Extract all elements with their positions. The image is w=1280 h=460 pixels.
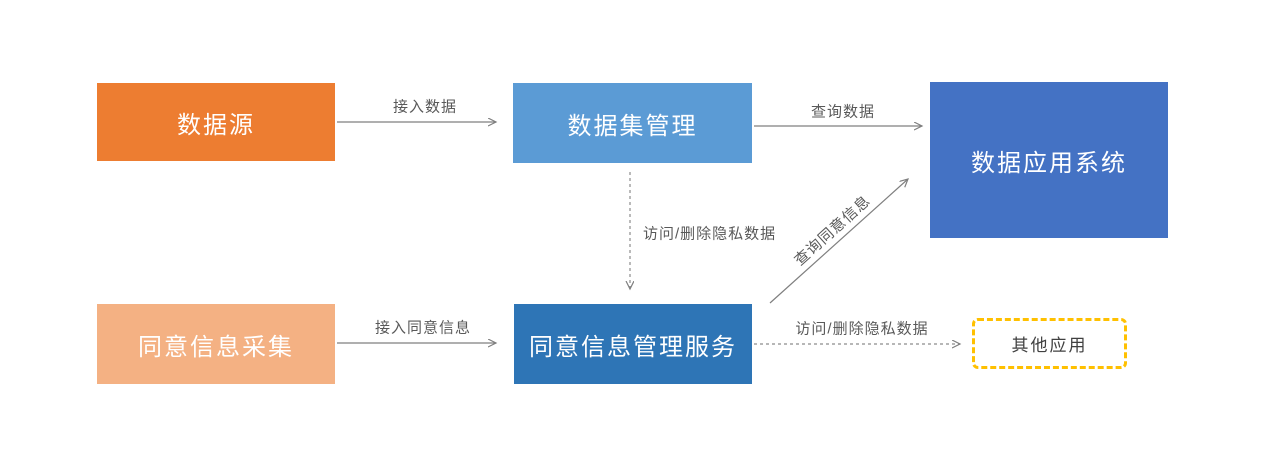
node-consent-info-management-service-label: 同意信息管理服务 [529, 333, 737, 361]
node-dataset-management: 数据集管理 [513, 83, 752, 163]
edge-label-access-delete-private-data-down: 访问/删除隐私数据 [643, 225, 777, 243]
edge-label-query-data: 查询数据 [810, 103, 876, 121]
node-data-source-label: 数据源 [177, 111, 255, 139]
node-other-applications-label: 其他应用 [1011, 336, 1088, 355]
node-data-source: 数据源 [97, 83, 335, 161]
node-consent-info-management-service: 同意信息管理服务 [514, 304, 752, 384]
node-other-applications: 其他应用 [972, 318, 1127, 369]
edge-label-access-delete-private-data-right: 访问/删除隐私数据 [795, 320, 929, 338]
node-dataset-management-label: 数据集管理 [567, 112, 698, 140]
edge-query-consent-info [769, 179, 908, 304]
edge-label-access-consent-info: 接入同意信息 [374, 319, 472, 337]
edge-label-access-data: 接入数据 [392, 98, 458, 116]
node-consent-info-collection-label: 同意信息采集 [138, 333, 294, 361]
node-consent-info-collection: 同意信息采集 [97, 304, 335, 384]
node-data-application-system: 数据应用系统 [930, 82, 1168, 238]
node-data-application-system-label: 数据应用系统 [971, 149, 1127, 177]
